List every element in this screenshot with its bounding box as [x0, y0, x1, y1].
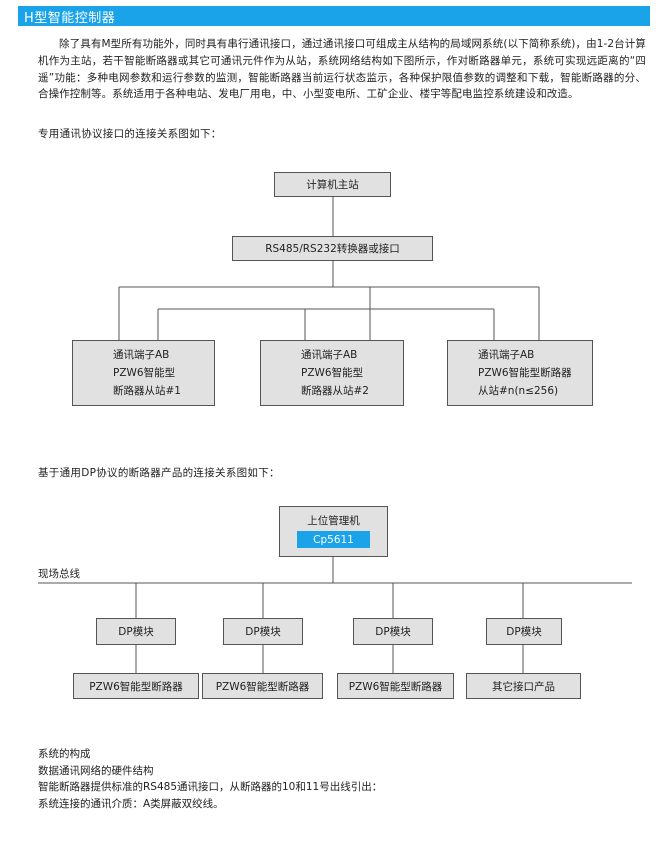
- slave-2-line1: 通讯端子AB: [301, 349, 358, 361]
- converter-label: RS485/RS232转换器或接口: [265, 243, 400, 255]
- product-2-label: PZW6智能型断路器: [215, 680, 310, 693]
- slave-box-n: 通讯端子AB PZW6智能型断路器 从站#n(n≤256): [447, 340, 593, 406]
- dp-module-3: DP模块: [353, 618, 433, 645]
- slave-1-line3: 断路器从站#1: [113, 385, 181, 397]
- master-station-box: 计算机主站: [274, 172, 391, 197]
- host-label: 上位管理机: [307, 515, 360, 527]
- slave-1-line2: PZW6智能型: [113, 367, 176, 379]
- product-box-3: PZW6智能型断路器: [337, 673, 454, 699]
- note-hardware-structure: 数据通讯网络的硬件结构: [38, 764, 154, 777]
- dp-module-2-label: DP模块: [245, 626, 281, 638]
- dp-module-2: DP模块: [223, 618, 303, 645]
- product-1-label: PZW6智能型断路器: [89, 680, 183, 693]
- product-4-label: 其它接口产品: [492, 680, 555, 693]
- slave-n-line1: 通讯端子AB: [478, 349, 535, 361]
- dp-module-1: DP模块: [96, 618, 176, 645]
- bottom-notes: 系统的构成 数据通讯网络的硬件结构 智能断路器提供标准的RS485通讯接口，从断…: [38, 746, 382, 812]
- section-title: H型智能控制器: [24, 11, 116, 26]
- note-rs485: 智能断路器提供标准的RS485通讯接口，从断路器的10和11号出线引出：: [38, 781, 383, 793]
- note-medium: 系统连接的通讯介质：A类屏蔽双绞线。: [38, 797, 224, 810]
- slave-2-line3: 断路器从站#2: [301, 385, 369, 397]
- product-box-2: PZW6智能型断路器: [202, 673, 323, 699]
- note-system-composition: 系统的构成: [38, 748, 91, 760]
- diagram1-caption: 专用通讯协议接口的连接关系图如下：: [38, 128, 222, 140]
- field-bus-label: 现场总线: [38, 568, 80, 580]
- diagram2-caption: 基于通用DP协议的断路器产品的连接关系图如下：: [38, 467, 280, 479]
- host-card-badge: Cp5611: [297, 531, 370, 548]
- slave-box-1: 通讯端子AB PZW6智能型 断路器从站#1: [72, 340, 215, 406]
- product-box-4: 其它接口产品: [466, 673, 581, 699]
- master-station-label: 计算机主站: [306, 179, 359, 191]
- dp-module-4: DP模块: [486, 618, 562, 645]
- dp-module-4-label: DP模块: [506, 626, 542, 638]
- slave-box-2: 通讯端子AB PZW6智能型 断路器从站#2: [260, 340, 404, 406]
- dp-module-3-label: DP模块: [375, 626, 411, 638]
- converter-box: RS485/RS232转换器或接口: [232, 236, 433, 261]
- dp-module-1-label: DP模块: [118, 626, 154, 638]
- product-box-1: PZW6智能型断路器: [73, 673, 199, 699]
- slave-2-line2: PZW6智能型: [301, 367, 364, 379]
- section-header: H型智能控制器: [18, 6, 650, 26]
- product-3-label: PZW6智能型断路器: [348, 680, 443, 693]
- intro-paragraph: 除了具有M型所有功能外，同时具有串行通讯接口，通过通讯接口可组成主从结构的局域网…: [38, 38, 646, 101]
- slave-1-line1: 通讯端子AB: [113, 349, 170, 361]
- slave-n-line2: PZW6智能型断路器: [478, 367, 572, 379]
- slave-n-line3: 从站#n(n≤256): [478, 385, 559, 397]
